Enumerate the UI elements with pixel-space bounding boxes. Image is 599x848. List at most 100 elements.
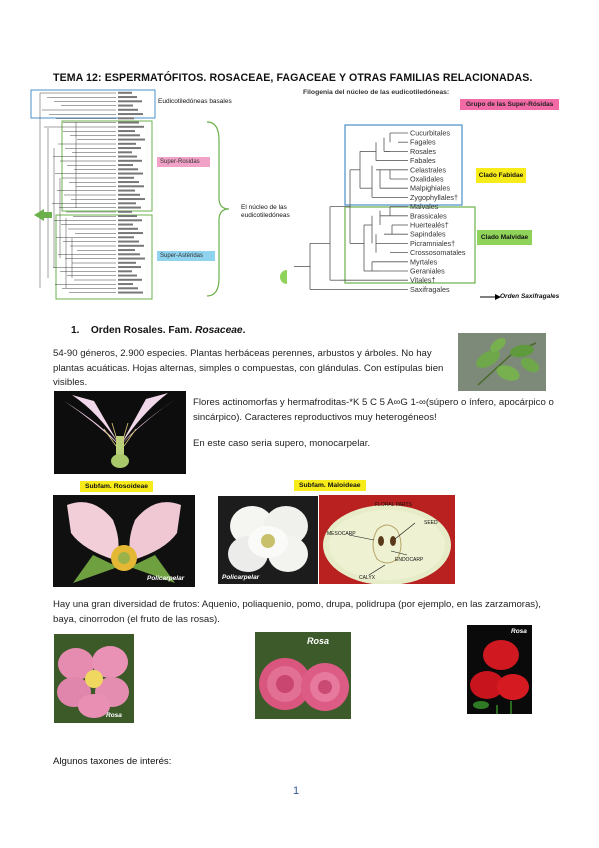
label-rosa-1: Rosa: [106, 712, 122, 719]
taxon-label-placeholder: [118, 244, 144, 247]
taxa-paragraph: Algunos taxones de interés:: [53, 756, 172, 767]
badge-superrosids: Grupo de las Super-Rósidas: [460, 99, 560, 110]
flower-section-photo: [54, 391, 186, 474]
section-heading-prefix: Orden Rosales. Fam.: [90, 325, 193, 336]
taxon-label-placeholder: [118, 193, 140, 196]
section-number: 1.: [71, 325, 80, 336]
label-super-asterids: Super-Astéridas: [157, 251, 215, 261]
taxon-label-placeholder: [118, 261, 136, 264]
rosoideae-flower-photo: Policarpelar: [53, 495, 195, 587]
fruits-paragraph: Hay una gran diversidad de frutos: Aquen…: [53, 599, 541, 625]
taxon-label: Celastrales: [410, 165, 446, 174]
leaf-photo: [458, 333, 546, 391]
taxon-label-placeholder: [118, 249, 135, 252]
taxon-label-placeholder: [118, 257, 145, 260]
badge-fabidae: Clado Fabidae: [476, 168, 526, 183]
taxon-label-placeholder: [118, 240, 139, 243]
taxon-label-placeholder: [118, 274, 137, 277]
label-saxifragales-order: Orden Saxifragales: [500, 293, 560, 300]
taxon-label-placeholder: [118, 151, 132, 154]
taxon-label-placeholder: [118, 125, 144, 128]
taxon-label-placeholder: [118, 202, 136, 205]
intro-paragraph: 54-90 géneros, 2.900 especies. Plantas h…: [53, 348, 444, 388]
label-rosa-3: Rosa: [511, 628, 527, 635]
taxon-label: Oxalidales: [410, 175, 444, 184]
curly-brace: [206, 121, 230, 297]
taxon-label-placeholder: [118, 142, 136, 145]
pink-double-rose-photo: Rosa: [255, 632, 351, 719]
taxon-label-placeholder: [118, 117, 134, 120]
taxon-label-placeholder: [118, 232, 143, 235]
taxon-label: Brassicales: [410, 211, 447, 220]
label-floral-parts: FLORAL PARTS: [375, 502, 412, 508]
case-paragraph: En este caso seria supero, monocarpelar.: [193, 438, 371, 449]
taxon-label-placeholder: [118, 130, 135, 133]
taxon-label: Saxifragales: [410, 285, 450, 294]
taxon-label-placeholder: [118, 181, 139, 184]
label-seed: SEED: [424, 520, 438, 526]
label-calyx: CALYX: [359, 575, 376, 581]
taxon-label-placeholder: [118, 113, 143, 116]
taxon-label-placeholder: [118, 270, 132, 273]
taxon-label: Picramniales†: [410, 239, 455, 248]
maloideae-flower-photo: Policarpelar: [218, 496, 318, 584]
taxon-label-placeholder: [118, 206, 141, 209]
taxon-label-placeholder: [118, 138, 145, 141]
right-phylogeny-tree: CucurbitalesFagalesRosalesFabalesCelastr…: [280, 124, 501, 300]
label-maloideae: Subfam. Maloideae: [294, 480, 366, 491]
label-policarpelar-1: Policarpelar: [147, 575, 185, 582]
taxon-label-placeholder: [118, 278, 142, 281]
label-basal-eudicots: Eudicotiledóneas basales: [158, 98, 232, 105]
taxon-label: Zygophyllales†: [410, 193, 458, 202]
taxon-label: Fagales: [410, 138, 436, 147]
label-rosa-2: Rosa: [307, 636, 330, 646]
taxon-label-placeholder: [118, 121, 139, 124]
taxon-label: Sapindales: [410, 230, 446, 239]
phylogeny-title: Filogenia del núcleo de las eudicotiledó…: [303, 89, 450, 96]
taxon-label: Malvales: [410, 202, 439, 211]
badge-malvidae: Clado Malvidae: [477, 230, 532, 245]
taxon-label-placeholder: [118, 100, 142, 103]
taxon-label-placeholder: [118, 155, 137, 158]
taxon-label-placeholder: [118, 219, 142, 222]
taxon-label-placeholder: [118, 189, 135, 192]
section-heading: 1. Orden Rosales. Fam. Rosaceae.: [71, 325, 246, 336]
taxon-label: Huertealés†: [410, 221, 449, 230]
left-phylogeny-tree: [30, 89, 156, 300]
taxon-label-placeholder: [118, 104, 133, 107]
taxon-label: Myrtales: [410, 257, 438, 266]
label-policarpelar-2: Policarpelar: [222, 574, 260, 581]
taxon-label-placeholder: [118, 266, 141, 269]
taxon-label-placeholder: [118, 168, 138, 171]
taxon-label-placeholder: [118, 108, 138, 111]
taxon-label: Malpighiales: [410, 184, 450, 193]
apple-section-photo: FLORAL PARTS SEED MESOCARP ENDOCARP CALY…: [319, 495, 455, 584]
label-mesocarp: MESOCARP: [327, 531, 356, 537]
taxon-label-placeholder: [118, 215, 137, 218]
taxon-label-placeholder: [118, 227, 138, 230]
taxon-label-placeholder: [118, 185, 144, 188]
taxon-label-placeholder: [118, 287, 138, 290]
label-endocarp: ENDOCARP: [395, 557, 424, 563]
red-rose-photo: Rosa: [467, 625, 532, 714]
taxon-label-placeholder: [118, 223, 133, 226]
taxon-label: Crossosomatales: [410, 248, 466, 257]
taxon-label-placeholder: [118, 210, 132, 213]
taxon-label-placeholder: [118, 96, 137, 99]
section-heading-family: Rosaceae: [195, 325, 243, 336]
taxon-label-placeholder: [118, 253, 140, 256]
taxon-label: Cucurbitales: [410, 129, 450, 138]
taxon-label-placeholder: [118, 147, 141, 150]
taxon-label-placeholder: [118, 91, 132, 94]
pink-wild-rose-photo: Rosa: [54, 634, 134, 723]
flowers-paragraph: Flores actinomorfas y hermafroditas-*K 5…: [193, 397, 554, 423]
taxon-label-placeholder: [118, 198, 145, 201]
taxon-label: Fabales: [410, 156, 436, 165]
label-super-rosids: Super-Rosidas: [157, 157, 210, 167]
taxon-label: Rosales: [410, 147, 436, 156]
taxon-label-placeholder: [118, 176, 134, 179]
label-rosoideae: Subfam. Rosoideae: [80, 481, 154, 492]
arrow-right-icon: [495, 294, 501, 300]
taxon-label: Geraniales: [410, 267, 445, 276]
taxon-label-placeholder: [118, 236, 134, 239]
